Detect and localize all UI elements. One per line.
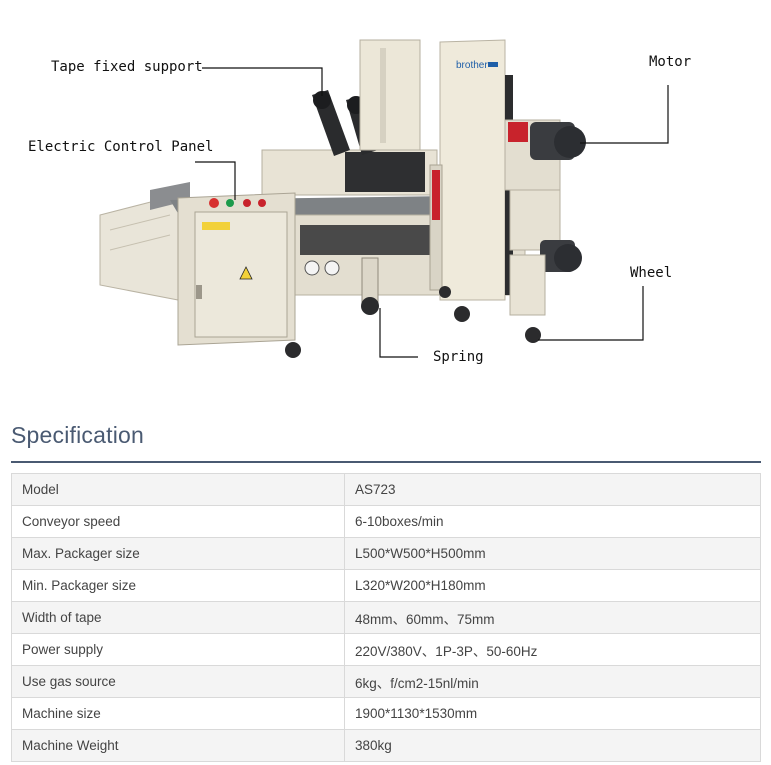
spec-label: Model: [11, 473, 345, 506]
machine-figure: brother Tape f: [28, 39, 692, 365]
spec-label: Power supply: [11, 633, 345, 666]
spec-value: 380kg: [344, 729, 761, 762]
machine-illustration: brother: [99, 39, 669, 358]
spec-value: 220V/380V、1P-3P、50-60Hz: [344, 633, 761, 666]
spec-value: 48mm、60mm、75mm: [344, 601, 761, 634]
callout-tape-fixed-support: Tape fixed support: [51, 59, 203, 75]
callout-spring: Spring: [433, 349, 484, 365]
spec-label: Max. Packager size: [11, 537, 345, 570]
brand-logo: brother: [456, 60, 488, 71]
spec-label: Use gas source: [11, 665, 345, 698]
spec-value: 6-10boxes/min: [344, 505, 761, 538]
specification-heading: Specification: [11, 422, 145, 448]
spec-label: Conveyor speed: [11, 505, 345, 538]
callout-wheel: Wheel: [630, 265, 673, 281]
spring-leader: [379, 308, 418, 358]
motor-leader: [580, 85, 669, 144]
tape-support-leader: [202, 67, 323, 96]
spec-value: 6kg、f/cm2-15nl/min: [344, 665, 761, 698]
callout-motor: Motor: [649, 54, 692, 70]
wheel-leader: [538, 286, 644, 341]
spec-label: Width of tape: [11, 601, 345, 634]
spec-label: Min. Packager size: [11, 569, 345, 602]
heading-divider: [11, 461, 761, 463]
spec-label: Machine Weight: [11, 729, 345, 762]
control-panel-leader: [195, 161, 236, 200]
spec-value: AS723: [344, 473, 761, 506]
spec-label: Machine size: [11, 697, 345, 730]
callout-electric-control-panel: Electric Control Panel: [28, 139, 214, 155]
spec-value: L320*W200*H180mm: [344, 569, 761, 602]
spec-value: 1900*1130*1530mm: [344, 697, 761, 730]
spec-value: L500*W500*H500mm: [344, 537, 761, 570]
